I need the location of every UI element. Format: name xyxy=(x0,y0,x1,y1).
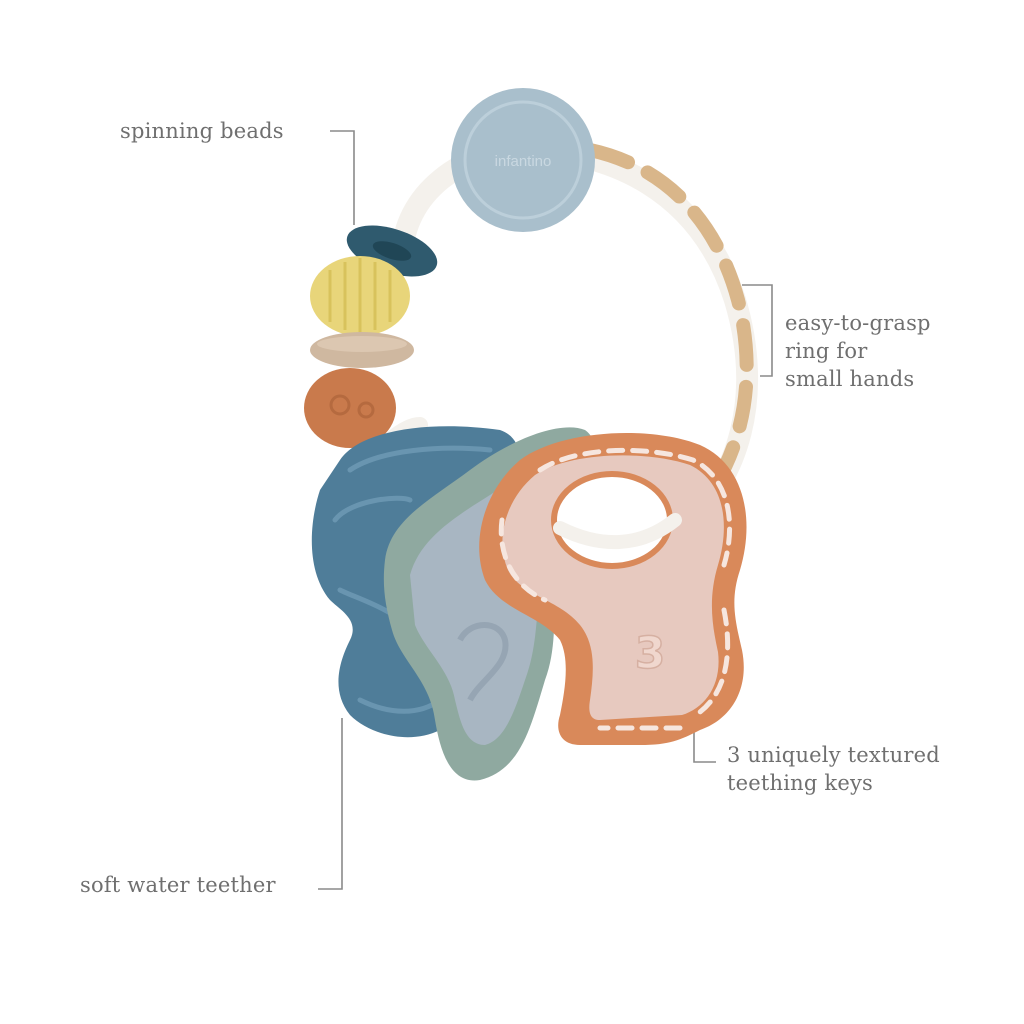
label-spinning-beads: spinning beads xyxy=(120,117,284,145)
label-teething-keys: 3 uniquely textured teething keys xyxy=(727,741,940,797)
leader-line-ring xyxy=(742,284,773,377)
label-water-teether-text: soft water teether xyxy=(80,873,276,897)
label-grasp-ring-line-1: easy-to-grasp xyxy=(785,311,931,335)
label-grasp-ring-line-3: small hands xyxy=(785,367,915,391)
leader-line-water xyxy=(318,718,343,890)
ring-through-key xyxy=(553,513,682,550)
label-grasp-ring-line-2: ring for xyxy=(785,339,868,363)
label-teething-keys-line-2: teething keys xyxy=(727,771,874,795)
label-water-teether: soft water teether xyxy=(80,871,276,899)
infantino-logo-disc: infantino xyxy=(451,88,595,232)
key-number: 3 xyxy=(635,628,666,679)
label-teething-keys-line-1: 3 uniquely textured xyxy=(727,743,940,767)
label-spinning-beads-text: spinning beads xyxy=(120,119,284,143)
label-grasp-ring: easy-to-grasp ring for small hands xyxy=(785,309,931,393)
spinning-beads xyxy=(304,225,438,448)
leader-line-beads xyxy=(330,130,355,225)
logo-text: infantino xyxy=(495,153,552,170)
